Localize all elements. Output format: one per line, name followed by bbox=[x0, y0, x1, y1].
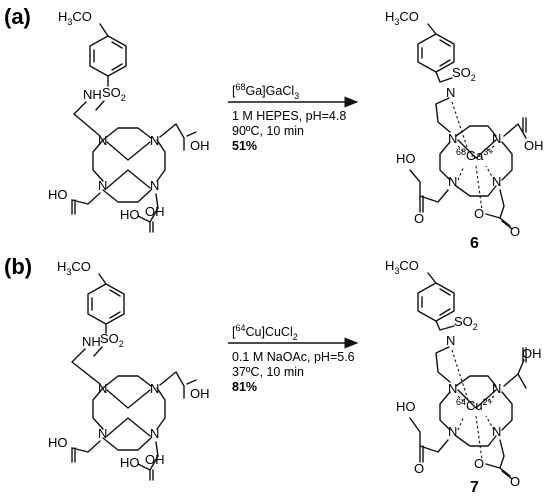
methoxy-group-label: H3CO bbox=[57, 259, 91, 277]
panel-label: (b) bbox=[4, 254, 32, 279]
methoxy-group-label: H3CO bbox=[58, 9, 92, 27]
carboxylic-oh-label: OH bbox=[145, 204, 165, 219]
carboxylate-oxygen: O bbox=[474, 206, 484, 221]
nh-label: NH bbox=[83, 87, 102, 102]
ring-nitrogen: N bbox=[150, 133, 159, 148]
ring-nitrogen: N bbox=[150, 426, 159, 441]
carbonyl-oxygen: O bbox=[414, 461, 424, 476]
ring-nitrogen: N bbox=[98, 426, 107, 441]
condition-temp-time: 90ºC, 10 min bbox=[232, 124, 304, 138]
carboxylic-ho-label: HO bbox=[120, 455, 140, 470]
ring-nitrogen: N bbox=[448, 424, 457, 439]
carbonyl-oxygen: O bbox=[510, 224, 520, 239]
metal-center: 68Ga3+ bbox=[456, 147, 494, 163]
condition-temp-time: 37ºC, 10 min bbox=[232, 365, 304, 379]
nh-label: NH bbox=[82, 334, 101, 349]
sulfonamide-nitrogen: N bbox=[446, 85, 455, 100]
carboxylic-oh-label: OH bbox=[522, 346, 542, 361]
product-7: H3CO SO2 N N N N N 64Cu2+ bbox=[385, 258, 542, 489]
ring-nitrogen: N bbox=[150, 178, 159, 193]
compound-number: 6 bbox=[470, 235, 479, 252]
ring-nitrogen: N bbox=[448, 381, 457, 396]
ring-nitrogen: N bbox=[492, 174, 501, 189]
sulfonyl-label: SO2 bbox=[454, 314, 478, 332]
carboxylic-ho-label: HO bbox=[48, 435, 68, 450]
condition-buffer: 0.1 M NaOAc, pH=5.6 bbox=[232, 350, 355, 364]
carbonyl-oxygen: O bbox=[414, 211, 424, 226]
carboxylic-oh-label: OH bbox=[524, 138, 544, 153]
product-6: H3CO SO2 N N N N N 68Ga3+ bbox=[385, 9, 544, 239]
reaction-yield: 81% bbox=[232, 380, 257, 394]
sulfonyl-label: SO2 bbox=[102, 85, 126, 103]
reactant-a: H3CO SO2 NH N N N N OH bbox=[48, 9, 210, 233]
metal-center: 64Cu2+ bbox=[456, 397, 493, 413]
reactant-b: H3CO SO2 NH N N N N OH HO bbox=[48, 259, 210, 481]
carbonyl-oxygen: O bbox=[510, 474, 520, 489]
carboxylate-oxygen: O bbox=[474, 456, 484, 471]
carboxylic-oh-label: OH bbox=[190, 386, 210, 401]
condition-buffer: 1 M HEPES, pH=4.8 bbox=[232, 109, 346, 123]
reagent-label: [68Ga]GaCl3 bbox=[232, 82, 299, 101]
ring-nitrogen: N bbox=[98, 133, 107, 148]
carboxylic-ho-label: HO bbox=[48, 187, 68, 202]
carboxylic-ho-label: HO bbox=[396, 151, 416, 166]
panel-a: (a) H3CO SO2 NH N N N N bbox=[4, 4, 544, 252]
reaction-yield: 51% bbox=[232, 139, 257, 153]
ring-nitrogen: N bbox=[492, 381, 501, 396]
sulfonyl-label: SO2 bbox=[100, 331, 124, 349]
compound-number: 7 bbox=[470, 479, 479, 496]
carboxylic-ho-label: HO bbox=[396, 399, 416, 414]
ring-nitrogen: N bbox=[98, 381, 107, 396]
ring-nitrogen: N bbox=[448, 174, 457, 189]
carboxylic-ho-label: HO bbox=[120, 207, 140, 222]
ring-nitrogen: N bbox=[492, 131, 501, 146]
methoxy-group-label: H3CO bbox=[385, 258, 419, 276]
reagent-label: [64Cu]CuCl2 bbox=[232, 323, 298, 342]
panel-b: (b) H3CO SO2 NH N N N N OH bbox=[4, 254, 542, 496]
ring-nitrogen: N bbox=[492, 424, 501, 439]
carboxylic-oh-label: OH bbox=[145, 452, 165, 467]
carboxylic-oh-label: OH bbox=[190, 138, 210, 153]
panel-label: (a) bbox=[4, 4, 31, 29]
ring-nitrogen: N bbox=[150, 381, 159, 396]
methoxy-group-label: H3CO bbox=[385, 9, 419, 27]
sulfonamide-nitrogen: N bbox=[446, 333, 455, 348]
ring-nitrogen: N bbox=[448, 131, 457, 146]
sulfonyl-label: SO2 bbox=[452, 65, 476, 83]
ring-nitrogen: N bbox=[98, 178, 107, 193]
